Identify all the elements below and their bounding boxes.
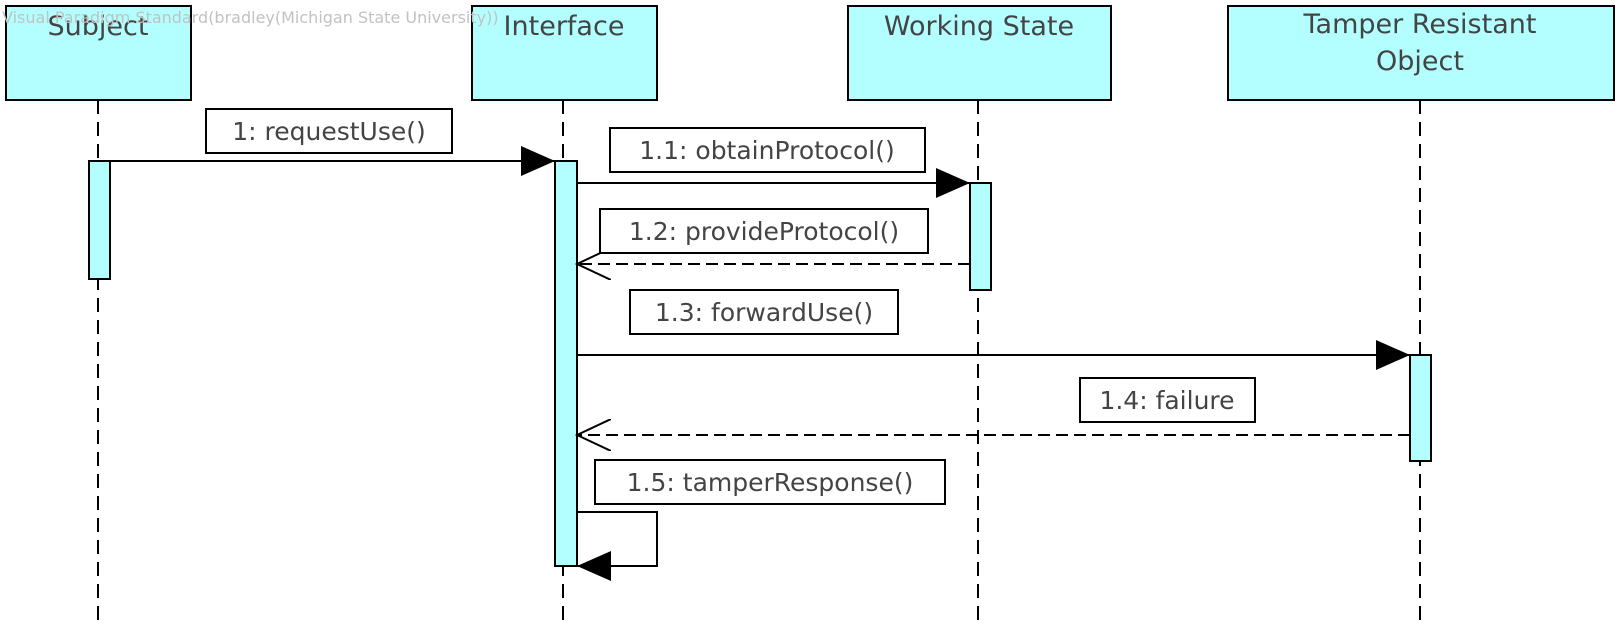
lifeline-label-line2: Object	[1376, 46, 1464, 77]
activation-bar-subject	[88, 160, 111, 280]
message-arrow-tamper-response	[577, 511, 658, 581]
lifeline-lines	[97, 100, 1421, 628]
lifeline-subject: Subject	[5, 5, 192, 101]
activation-bars	[88, 160, 1432, 567]
label-box	[629, 289, 899, 335]
message-label-obtain-protocol: 1.1: obtainProtocol()	[609, 127, 926, 173]
message-label-request-use: 1: requestUse()	[205, 108, 453, 154]
lifeline-box	[1227, 5, 1615, 101]
message-label-tamper-response: 1.5: tamperResponse()	[594, 459, 946, 505]
lifeline-label: Working State	[884, 11, 1074, 42]
label-box	[594, 459, 946, 505]
lifeline-label: Interface	[504, 11, 625, 42]
activation-bar-working-state	[969, 182, 992, 291]
lifeline-label: Tamper Resistant	[1303, 9, 1537, 40]
lifeline-tamper-resistant-object: Tamper Resistant Object	[1227, 5, 1615, 101]
label-text: 1.5: tamperResponse()	[627, 468, 914, 497]
label-text: 1.4: failure	[1099, 386, 1234, 415]
label-box	[599, 208, 929, 254]
lifeline-box	[471, 5, 658, 101]
label-text: 1.1: obtainProtocol()	[639, 136, 894, 165]
label-text: 1.3: forwardUse()	[655, 298, 873, 327]
activation-bar-tamper-resistant-object	[1409, 354, 1432, 462]
lifeline-interface: Interface	[471, 5, 658, 101]
lifeline-box	[5, 5, 192, 101]
lifeline-headers: Subject Interface Working State Tamper R…	[5, 5, 1615, 101]
lifeline-box	[847, 5, 1112, 101]
watermark: Visual Paradigm Standard(bradley(Michiga…	[2, 8, 499, 27]
lifeline-working-state: Working State	[847, 5, 1112, 101]
label-box	[1079, 377, 1256, 423]
label-text: 1.2: provideProtocol()	[629, 217, 899, 246]
label-box	[205, 108, 453, 154]
activation-bar-interface	[554, 160, 578, 567]
message-labels: 1: requestUse() 1.1: obtainProtocol() 1.…	[205, 108, 1256, 505]
message-label-provide-protocol: 1.2: provideProtocol()	[599, 208, 929, 254]
lifeline-label: Subject	[48, 11, 149, 42]
message-arrows	[110, 146, 1410, 581]
label-box	[609, 127, 926, 173]
message-label-failure: 1.4: failure	[1079, 377, 1256, 423]
label-text: 1: requestUse()	[232, 117, 426, 146]
message-label-forward-use: 1.3: forwardUse()	[629, 289, 899, 335]
